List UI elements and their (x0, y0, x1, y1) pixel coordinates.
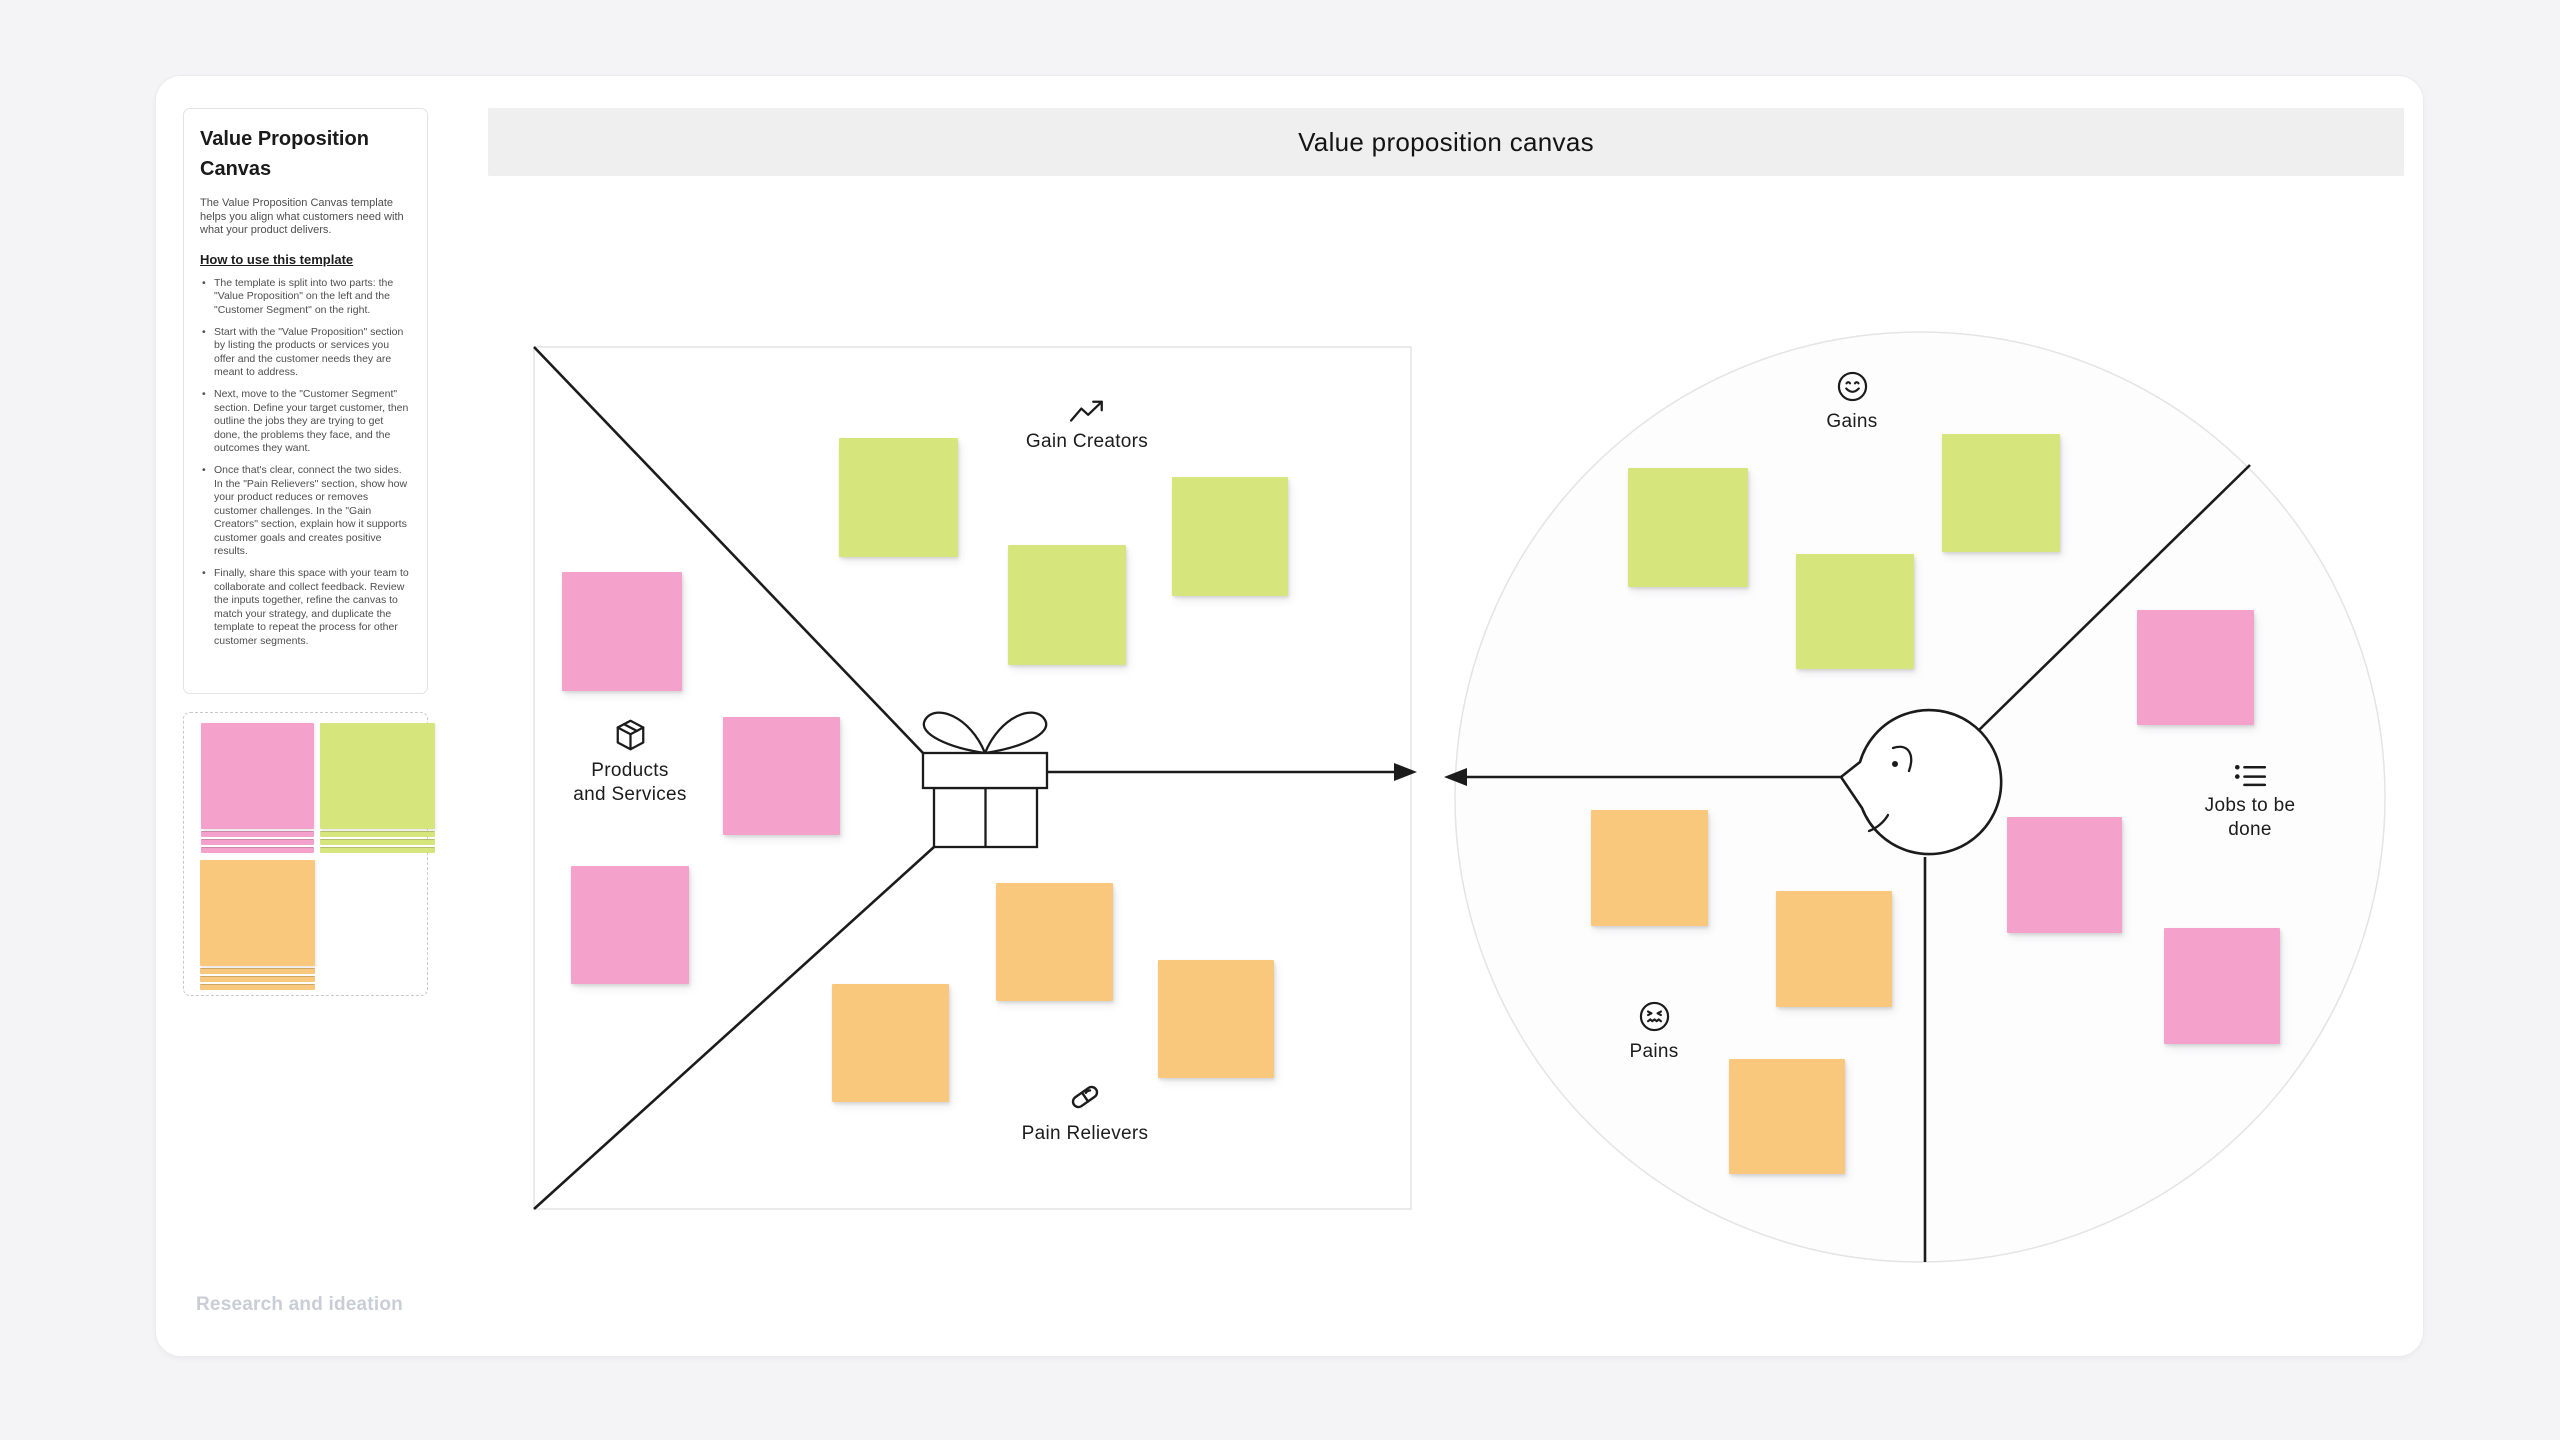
zone-label-text: and Services (573, 784, 687, 805)
sticky-note-green[interactable] (839, 438, 958, 557)
template-description: The Value Proposition Canvas template he… (200, 197, 404, 237)
canvas-title: Value proposition canvas (1298, 126, 1594, 157)
sticky-note-pink[interactable] (2007, 817, 2122, 933)
sticky-note-pink[interactable] (2137, 610, 2254, 725)
pill-icon (1071, 1085, 1099, 1109)
sticky-note-orange[interactable] (1158, 960, 1274, 1078)
green-sticky-stack[interactable] (320, 723, 435, 853)
sticky-note-green[interactable] (1172, 477, 1288, 596)
sticky-note-green[interactable] (1008, 545, 1126, 665)
sticky-note-orange[interactable] (1776, 891, 1892, 1007)
zone-label-text: Gains (1826, 411, 1878, 432)
bullet-list-icon (2234, 764, 2266, 787)
sticky-note-green[interactable] (1796, 554, 1914, 669)
pink-sticky-stack[interactable] (201, 723, 314, 853)
zone-label-text: Products (591, 760, 669, 781)
zone-label-gain-creators[interactable]: Gain Creators (977, 400, 1197, 454)
sticky-note-orange[interactable] (1591, 810, 1708, 926)
zone-label-gains[interactable]: Gains (1742, 369, 1962, 434)
sticky-note-green[interactable] (1942, 434, 2060, 552)
sticky-note-green[interactable] (1628, 468, 1748, 587)
how-to-item: Next, move to the "Customer Segment" sec… (200, 388, 411, 456)
smiley-face-icon (1837, 371, 1867, 402)
how-to-heading: How to use this template (200, 251, 354, 267)
how-to-list: The template is split into two parts: th… (200, 277, 411, 649)
template-title: Value Proposition Canvas (200, 128, 369, 180)
sticky-note-orange[interactable] (1729, 1059, 1845, 1174)
template-info-panel: Value Proposition Canvas The Value Propo… (183, 108, 428, 694)
sticky-note-pink[interactable] (2164, 928, 2280, 1044)
sticky-note-orange[interactable] (832, 984, 949, 1102)
sticky-note-pink[interactable] (562, 572, 682, 691)
zone-label-pains[interactable]: Pains (1544, 999, 1764, 1064)
zone-label-pain-relievers[interactable]: Pain Relievers (975, 1078, 1195, 1146)
frustrated-face-icon (1639, 1001, 1669, 1032)
sticker-tray (183, 712, 435, 996)
canvas-header-bar[interactable]: Value proposition canvas (488, 108, 2404, 176)
zone-label-text: Pain Relievers (1021, 1123, 1149, 1144)
trending-up-icon (1070, 400, 1103, 422)
zone-label-products-services[interactable]: Products and Services (520, 717, 740, 807)
how-to-item: Start with the "Value Proposition" secti… (200, 326, 411, 380)
orange-sticky-stack[interactable] (200, 860, 315, 990)
zone-label-text: done (2228, 819, 2272, 840)
how-to-item: The template is split into two parts: th… (200, 277, 411, 318)
zone-label-text: Pains (1629, 1041, 1679, 1062)
package-icon (616, 719, 644, 751)
zone-label-text: Jobs to be (2204, 795, 2296, 816)
sticky-note-pink[interactable] (723, 717, 840, 835)
zone-label-jobs-to-be-done[interactable]: Jobs to be done (2140, 763, 2360, 842)
board-card (155, 75, 2424, 1357)
sticky-note-pink[interactable] (571, 866, 689, 984)
zone-label-text: Gain Creators (1025, 431, 1149, 452)
sticky-note-orange[interactable] (996, 883, 1113, 1001)
board-section-label[interactable]: Research and ideation (196, 1294, 403, 1315)
how-to-item: Once that's clear, connect the two sides… (200, 464, 411, 559)
how-to-item: Finally, share this space with your team… (200, 567, 411, 649)
